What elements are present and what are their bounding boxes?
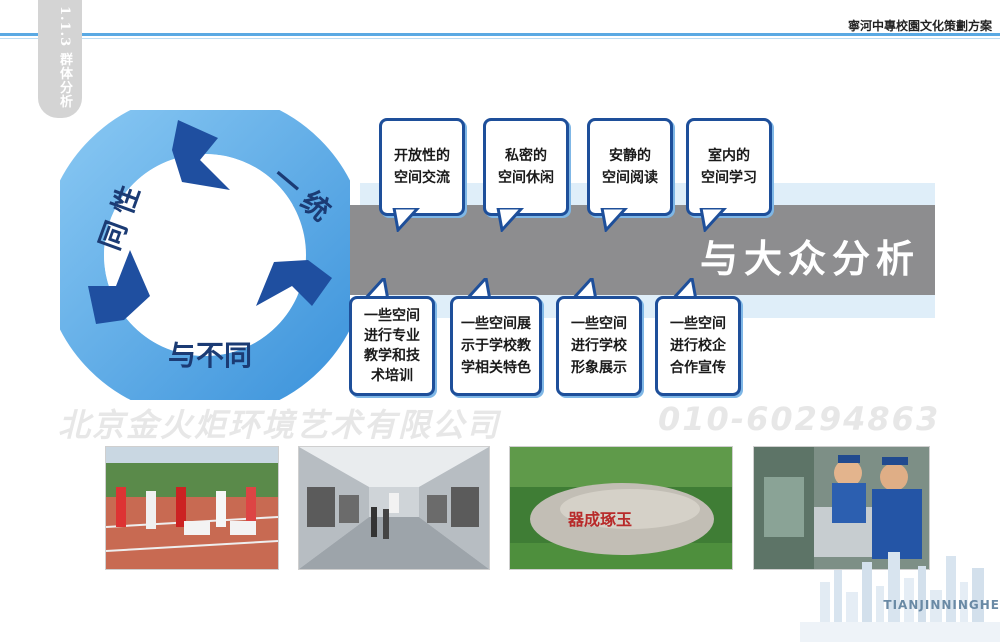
section-tab-label: 1.1.3 群体分析	[57, 6, 72, 109]
bubble-line: 空间阅读	[602, 170, 658, 186]
header-rule-thin	[0, 38, 1000, 39]
cycle-inner	[104, 154, 306, 356]
bubble-line: 开放性的	[394, 148, 450, 164]
document-title: 寧河中專校園文化策劃方案	[847, 19, 992, 33]
bubble-line: 空间学习	[701, 170, 757, 186]
bubble-line: 进行学校	[571, 338, 627, 354]
cycle-diagram: 一 统 与不同 同 性	[60, 110, 350, 400]
bubble-line: 进行专业	[364, 328, 420, 344]
bubble-tail	[569, 278, 598, 300]
bubble-tail	[669, 278, 698, 300]
bubble-school-image: 一些空间 进行学校 形象展示	[556, 296, 642, 396]
running-track-photo	[105, 446, 279, 570]
workshop-training-image	[754, 447, 929, 569]
section-tab	[38, 0, 82, 118]
bubble-line: 示于学校教	[461, 338, 531, 354]
bubble-line: 一些空间	[670, 316, 726, 332]
bubble-line: 术培训	[371, 368, 413, 384]
bubble-line: 一些空间展	[461, 316, 531, 332]
bubble-line: 一些空间	[364, 308, 420, 324]
engraved-stone-photo: 器成琢玉	[509, 446, 733, 570]
stone-engraving-text: 器成琢玉	[567, 510, 632, 529]
bubble-enterprise-cooperation: 一些空间 进行校企 合作宣传	[655, 296, 741, 396]
cycle-ring	[60, 110, 350, 400]
running-track-image	[106, 447, 278, 569]
bubble-line: 一些空间	[571, 316, 627, 332]
bubble-tail	[361, 278, 390, 300]
bubble-line: 学相关特色	[461, 360, 531, 376]
band-title: 与大众分析	[699, 237, 920, 281]
bubble-line: 合作宣传	[670, 360, 726, 376]
engraved-stone-image: 器成琢玉	[510, 447, 732, 569]
bubble-line: 进行校企	[670, 338, 726, 354]
bubble-line: 安静的	[609, 148, 651, 164]
title-band	[255, 205, 935, 295]
chevron-arrow-icon	[88, 250, 150, 324]
city-skyline-decoration	[800, 552, 1000, 642]
bubble-tail	[392, 208, 421, 232]
bubble-line: 空间交流	[394, 170, 450, 186]
bubble-school-features: 一些空间展 示于学校教 学相关特色	[450, 296, 542, 396]
bubble-professional-training: 一些空间 进行专业 教学和技 术培训	[349, 296, 435, 396]
bubble-indoor-study: 室内的空间学习	[686, 118, 772, 216]
gallery-corridor-image	[299, 447, 489, 569]
bubble-line: 形象展示	[571, 360, 627, 376]
header-rule	[0, 33, 1000, 36]
brand-wordmark: TIANJINNINGHE	[883, 598, 1000, 612]
bubble-line: 室内的	[708, 148, 750, 164]
watermark-phone: 010-60294863	[658, 400, 941, 438]
bubble-line: 空间休闲	[498, 170, 554, 186]
bubble-line: 教学和技	[364, 348, 420, 364]
chevron-arrow-icon	[256, 260, 332, 306]
bubble-tail	[496, 208, 525, 232]
bubble-tail	[600, 208, 629, 232]
band-highlight-bottom	[360, 294, 935, 318]
watermark-company: 北京金火炬环境艺术有限公司	[58, 406, 501, 444]
bubble-tail	[699, 208, 728, 232]
bubble-open-exchange: 开放性的空间交流	[379, 118, 465, 216]
cycle-label-difference: 与不同	[168, 339, 252, 372]
bubble-private-leisure: 私密的空间休闲	[483, 118, 569, 216]
chevron-arrow-icon	[172, 120, 230, 190]
gallery-corridor-photo	[298, 446, 490, 570]
bubble-line: 私密的	[505, 148, 547, 164]
bubble-tail	[463, 278, 492, 300]
workshop-training-photo	[753, 446, 930, 570]
bubble-quiet-reading: 安静的空间阅读	[587, 118, 673, 216]
